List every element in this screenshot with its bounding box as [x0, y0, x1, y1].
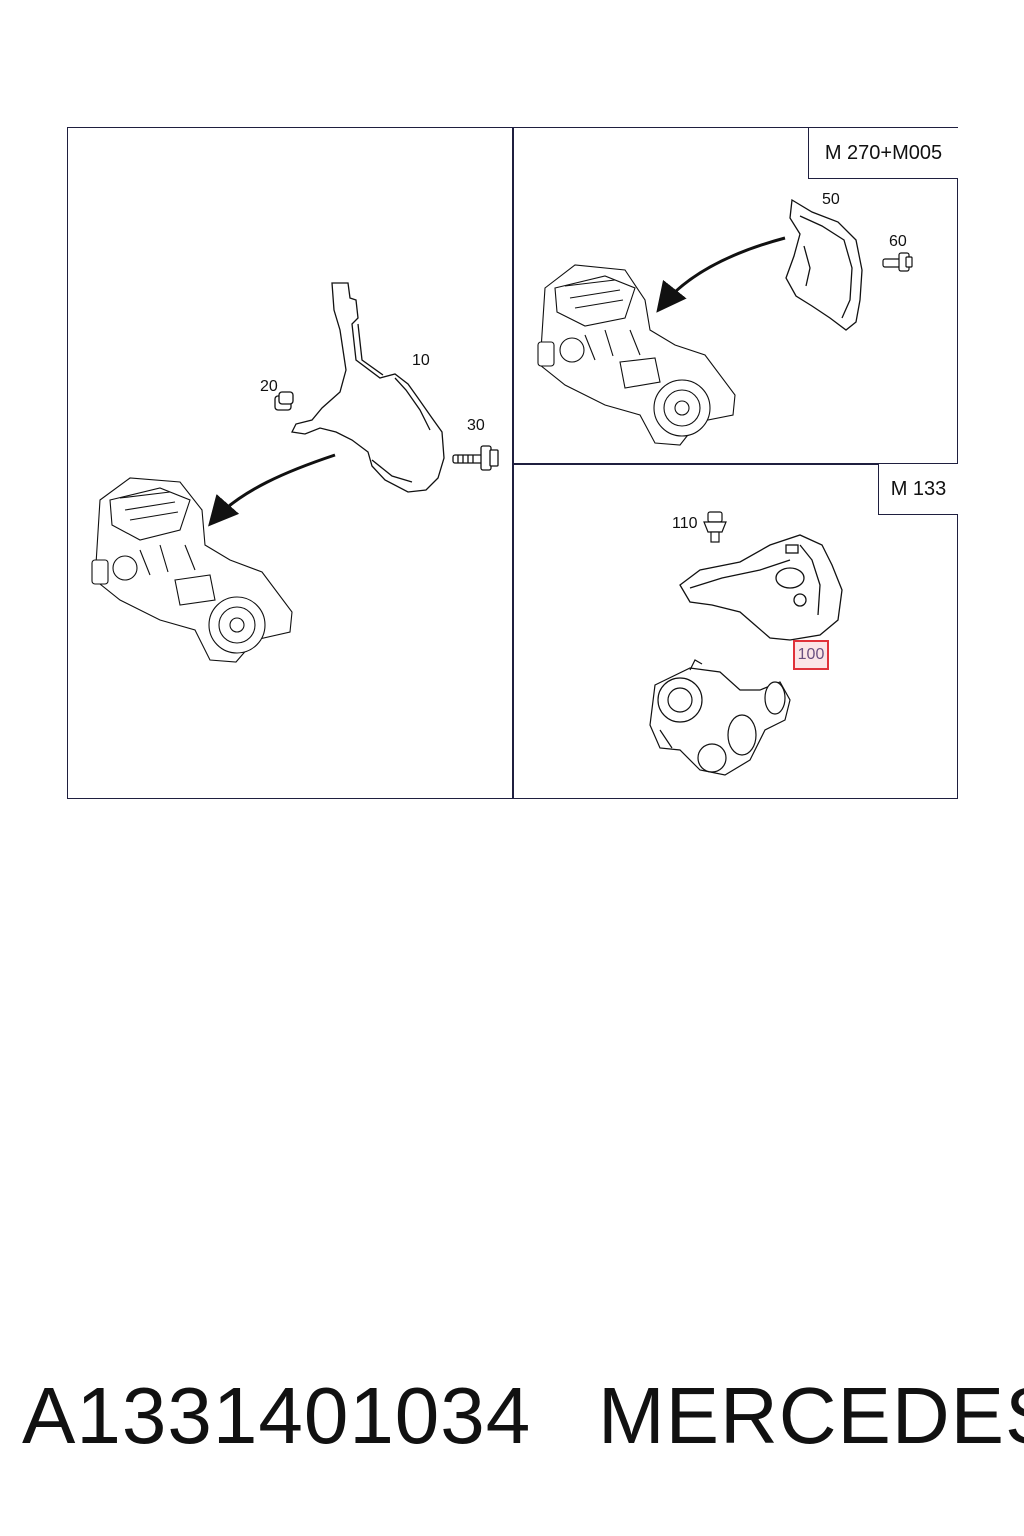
callout-50[interactable]: 50	[822, 191, 840, 208]
callout-110[interactable]: 110	[672, 515, 698, 532]
callout-10[interactable]: 10	[412, 352, 430, 369]
turbocharger	[649, 659, 791, 776]
callout-60[interactable]: 60	[889, 233, 907, 250]
callout-30[interactable]: 30	[467, 417, 485, 434]
callout-100-highlighted[interactable]: 100	[793, 640, 829, 670]
model-label-top-right: M 270+M005	[808, 128, 958, 179]
engine-block-left	[91, 477, 293, 663]
bolt-part-30	[452, 445, 499, 471]
heat-shield-bracket	[291, 282, 445, 493]
bolt-part-60	[882, 252, 913, 272]
heat-shield-part-100	[679, 534, 843, 641]
bolt-part-110	[703, 511, 727, 543]
part-number: A1331401034	[22, 1371, 532, 1460]
brand-name: MERCEDES	[598, 1371, 1024, 1460]
engine-block-top-right	[537, 264, 736, 446]
panel-divider-horizontal	[512, 463, 958, 465]
callout-20[interactable]: 20	[260, 378, 278, 395]
sleeve-part-20	[274, 391, 294, 411]
heat-shield-part-50	[785, 198, 863, 331]
model-label-bottom-right: M 133	[878, 464, 958, 515]
